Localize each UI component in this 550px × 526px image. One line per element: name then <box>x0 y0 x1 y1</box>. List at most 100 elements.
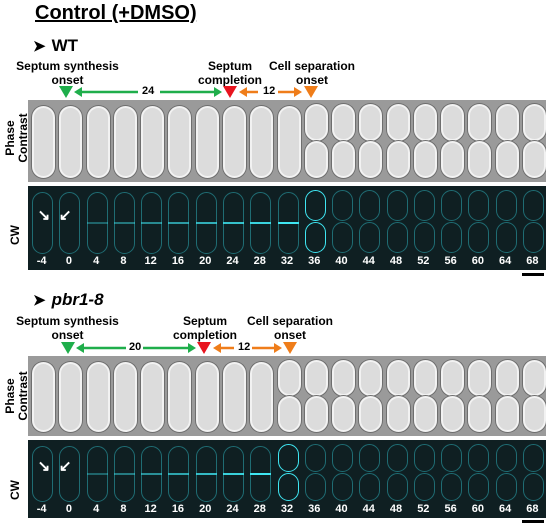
timepoint-label: 36 <box>308 503 321 515</box>
daughter-cell-outline <box>495 222 517 253</box>
daughter-cell-image <box>332 141 356 178</box>
daughter-cell-image <box>413 104 437 141</box>
cw-label: CW <box>8 225 22 245</box>
septum-onset-arrow-icon: ↘ <box>37 458 51 475</box>
orange-arrowhead-right <box>294 87 302 97</box>
cell-image <box>168 106 192 178</box>
timepoint-label: 60 <box>471 503 484 515</box>
daughter-cell-outline <box>332 222 354 253</box>
green-duration-label: 24 <box>140 85 157 97</box>
daughter-cell-image <box>304 396 328 432</box>
timepoint-label: 44 <box>362 503 375 515</box>
orange-duration-label: 12 <box>236 341 253 353</box>
cell-outline <box>141 446 163 502</box>
onset-marker <box>59 86 73 98</box>
timepoint-label: 24 <box>226 255 239 267</box>
timepoint-label: 44 <box>362 255 375 267</box>
figure-title: Control (+DMSO) <box>35 2 197 24</box>
scale-bar <box>522 273 544 276</box>
daughter-cell-outline <box>441 444 463 472</box>
daughter-cell-outline <box>495 473 517 501</box>
cell-outline <box>86 192 108 254</box>
phase-contrast-strip-wt <box>28 100 546 182</box>
timepoint-label: 48 <box>389 255 403 267</box>
cell-outline <box>113 446 135 502</box>
cell-outline <box>277 192 299 254</box>
orange-arrowhead-right <box>274 343 282 353</box>
daughter-cell-outline <box>413 190 435 221</box>
timepoint-label: -4 <box>36 503 47 515</box>
daughter-cell-outline <box>468 473 490 501</box>
daughter-cell-outline <box>441 190 463 221</box>
daughter-cell-image <box>332 360 356 396</box>
septum-onset-arrow-icon: ↘ <box>37 207 51 224</box>
daughter-cell-outline <box>277 473 299 501</box>
timepoint-label: 0 <box>65 255 72 267</box>
daughter-cell-image <box>386 104 410 141</box>
timepoint-label: 28 <box>253 503 266 515</box>
cell-image <box>86 362 110 432</box>
cell-outline <box>59 446 81 502</box>
septum-signal <box>86 473 108 475</box>
septum-onset-arrow-icon: ↙ <box>58 207 72 224</box>
cell-image <box>250 106 274 178</box>
daughter-cell-image <box>277 396 301 432</box>
daughter-cell-outline <box>522 444 544 472</box>
cell-image <box>141 362 165 432</box>
septum-signal <box>195 473 217 475</box>
timepoint-label: 64 <box>498 255 512 267</box>
timepoint-label: 64 <box>498 503 512 515</box>
timepoint-label: 16 <box>171 255 185 267</box>
cell-outline <box>168 192 190 254</box>
daughter-cell-outline <box>332 190 354 221</box>
cell-image <box>113 106 137 178</box>
timepoint-label: 48 <box>389 503 403 515</box>
daughter-cell-outline <box>386 190 408 221</box>
daughter-cell-image <box>332 104 356 141</box>
timepoint-label: 56 <box>444 503 457 515</box>
daughter-cell-outline <box>413 222 435 253</box>
timepoint-label: 24 <box>226 503 239 515</box>
daughter-cell-outline <box>332 444 354 472</box>
daughter-cell-image <box>522 396 546 432</box>
phase-contrast-strip-pbr1-8 <box>28 356 546 436</box>
timepoint-label: 60 <box>471 255 484 267</box>
daughter-cell-outline <box>522 190 544 221</box>
septum-signal <box>277 222 299 224</box>
separation-marker <box>283 342 297 354</box>
septum-signal <box>141 473 163 475</box>
septum-completion-label: Septum completion <box>197 59 262 87</box>
daughter-cell-outline <box>304 444 326 472</box>
green-arrowhead-right <box>188 343 196 353</box>
cell-image <box>32 362 56 432</box>
green-arrowhead-right <box>214 87 222 97</box>
septum-signal <box>168 222 190 224</box>
daughter-cell-outline <box>413 444 435 472</box>
cell-image <box>250 362 274 432</box>
timepoint-label: 36 <box>308 255 321 267</box>
daughter-cell-outline <box>359 473 381 501</box>
daughter-cell-outline <box>468 444 490 472</box>
septum-signal <box>195 222 217 224</box>
cell-outline <box>195 192 217 254</box>
cell-image <box>59 362 83 432</box>
daughter-cell-image <box>304 141 328 178</box>
daughter-cell-image <box>468 360 492 396</box>
septum-signal <box>250 473 272 475</box>
daughter-cell-outline <box>468 190 490 221</box>
daughter-cell-outline <box>522 222 544 253</box>
timepoint-label: 20 <box>199 255 212 267</box>
septum-signal <box>222 222 244 224</box>
daughter-cell-outline <box>386 222 408 253</box>
cell-image <box>195 106 219 178</box>
orange-arrowhead-left <box>213 343 221 353</box>
timepoint-label: 28 <box>253 255 266 267</box>
daughter-cell-image <box>441 141 465 178</box>
daughter-cell-outline <box>441 473 463 501</box>
arrowhead-icon: ➤ <box>33 292 46 309</box>
cell-outline <box>195 446 217 502</box>
timepoint-label: 40 <box>335 503 348 515</box>
cell-image <box>141 106 165 178</box>
cell-outline <box>250 192 272 254</box>
daughter-cell-outline <box>468 222 490 253</box>
